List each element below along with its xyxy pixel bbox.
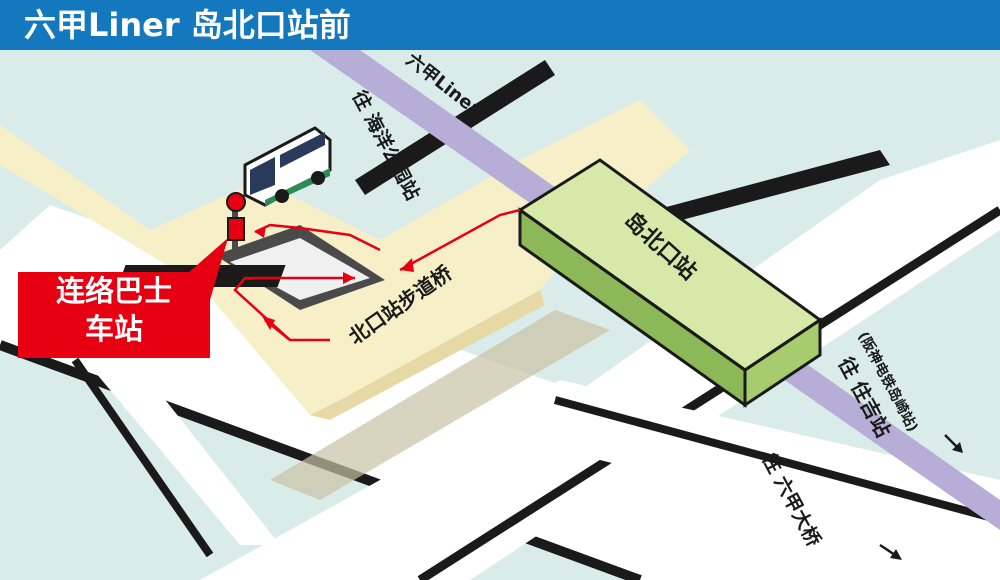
station-side	[520, 210, 745, 405]
bus-stop-label-line1: 连络巴士	[55, 274, 172, 308]
walkway-shadow	[270, 310, 610, 500]
road-lower	[200, 380, 1000, 580]
road-edge	[417, 206, 1000, 580]
bus-stop-callout: 连络巴士 车站	[18, 272, 210, 358]
arrow-right-icon	[944, 434, 963, 453]
page-title: 六甲Liner 岛北口站前	[24, 6, 351, 44]
bus-stop-label-line2: 车站	[84, 312, 143, 346]
road-left	[60, 330, 280, 545]
road-edge	[71, 357, 214, 558]
road-edge	[553, 396, 1000, 524]
station-outline	[743, 317, 822, 408]
station-roof	[520, 160, 820, 370]
walkway-edge	[310, 290, 545, 420]
bus-bay-floor	[230, 238, 370, 300]
arrow-heads	[255, 226, 414, 330]
area-map: 六甲Liner 往 海洋公园站 岛北口站 北口站步道桥 往 住吉站 (阪神电铁岛…	[0, 50, 1000, 580]
station-end	[745, 320, 820, 405]
header-bar: 六甲Liner 岛北口站前	[0, 0, 1000, 50]
bus-stop-sign-icon	[226, 192, 246, 250]
bus-icon	[243, 126, 332, 207]
road-edge	[610, 150, 890, 235]
arrow-right-icon	[879, 543, 902, 560]
